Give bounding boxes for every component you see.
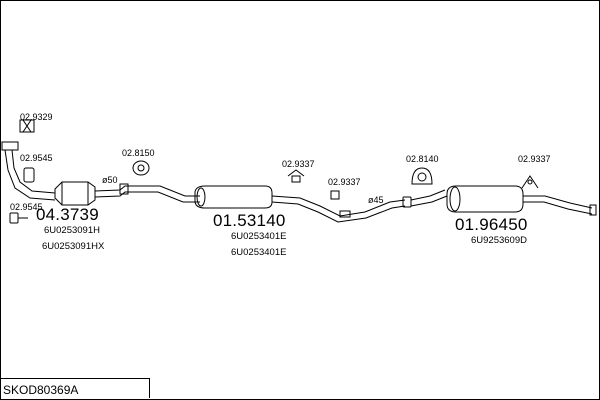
rubber-hanger (132, 160, 150, 176)
accessory-code: 02.9545 (10, 202, 43, 212)
rear-link-pipe (271, 195, 406, 223)
rear-inlet-pipe (410, 189, 448, 207)
catalytic-converter (54, 181, 96, 206)
pipe-diameter-label: ø45 (368, 195, 384, 205)
oem-number: 6U0253401E (231, 231, 287, 242)
front-pipe (1, 119, 56, 201)
accessory-code: 02.9545 (20, 153, 53, 163)
rear-clamp (402, 196, 412, 208)
oem-number: 6U0253091H (44, 225, 100, 236)
accessory-code: 02.9329 (20, 112, 53, 122)
clamp-part (9, 167, 35, 224)
accessory-code: 02.8140 (406, 154, 439, 164)
part-number: 01.53140 (213, 211, 286, 230)
diagram-code: SKOD80369A (3, 383, 79, 397)
accessory-code: 02.9337 (518, 154, 551, 164)
manifold-flange (1, 141, 19, 151)
tailpipe (523, 195, 597, 216)
right-hanger (521, 175, 539, 189)
accessory-code: 02.9337 (328, 177, 361, 187)
diagram-code-box: SKOD80369A (0, 378, 150, 398)
pipe-diameter-label: ø50 (102, 175, 118, 185)
oem-number: 6U9253609D (471, 235, 527, 246)
rear-silencer (446, 185, 524, 213)
accessory-code: 02.8150 (122, 148, 155, 158)
part-number: 04.3739 (36, 205, 99, 224)
oval-hanger (411, 167, 433, 185)
gasket-part (19, 119, 35, 133)
accessory-code: 02.9337 (282, 159, 315, 169)
oem-number: 6U0253401E (231, 247, 287, 258)
part-number: 01.96450 (455, 215, 528, 234)
intermediate-pipe (94, 183, 200, 203)
small-hanger (287, 169, 351, 218)
oem-number: 6U0253091HX (42, 241, 105, 252)
middle-silencer (194, 185, 273, 209)
